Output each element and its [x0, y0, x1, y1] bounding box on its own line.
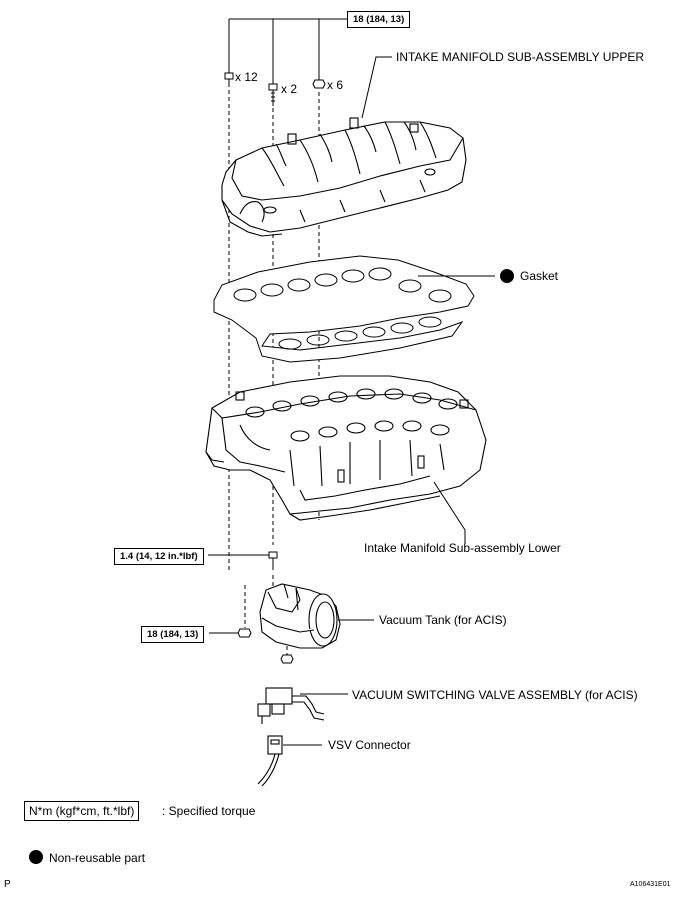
upper-manifold-drawing [221, 117, 467, 237]
tank-lower-nut-icon [280, 654, 294, 664]
tank-nut-icon [237, 628, 252, 638]
figure-id: A106431E01 [630, 881, 671, 888]
footer-left-mark: P [4, 879, 11, 890]
bolt-a-quantity: x 12 [235, 70, 258, 84]
gasket-label: Gasket [520, 269, 559, 283]
gasket-drawing [213, 255, 475, 363]
vacuum-tank-nut-torque-label: 18 (184, 13) [141, 626, 205, 643]
vacuum-tank-label: Vacuum Tank (for ACIS) [379, 613, 507, 627]
top-torque-bracket [228, 18, 348, 84]
tank-bolt-icon [268, 551, 278, 570]
nut-c-icon [312, 79, 326, 89]
non-reusable-legend-icon [29, 850, 43, 864]
lower-manifold-label: Intake Manifold Sub-assembly Lower [364, 541, 561, 555]
lower-manifold-drawing [205, 375, 487, 521]
bolt-b-icon [268, 83, 278, 106]
non-reusable-legend-text: Non-reusable part [49, 851, 146, 865]
torque-legend-text: : Specified torque [162, 804, 256, 818]
vsv-connector-label: VSV Connector [328, 738, 411, 752]
leader-lines [208, 56, 495, 746]
top-bolts-torque-label: 18 (184, 13) [347, 11, 411, 28]
vsv-connector-drawing [257, 735, 283, 787]
vacuum-tank-drawing [259, 583, 341, 649]
bolt-b-quantity: x 2 [281, 82, 298, 96]
vacuum-tank-bolt-torque-label: 1.4 (14, 12 in.*lbf) [114, 548, 204, 565]
gasket-non-reusable-icon [500, 269, 514, 283]
vsv-label: VACUUM SWITCHING VALVE ASSEMBLY (for ACI… [352, 688, 638, 702]
upper-manifold-label: INTAKE MANIFOLD SUB-ASSEMBLY UPPER [396, 50, 645, 64]
bolt-a-icon [224, 72, 234, 87]
torque-unit-legend: N*m (kgf*cm, ft.*lbf) [24, 801, 140, 821]
vsv-drawing [257, 687, 325, 724]
nut-c-quantity: x 6 [327, 78, 344, 92]
